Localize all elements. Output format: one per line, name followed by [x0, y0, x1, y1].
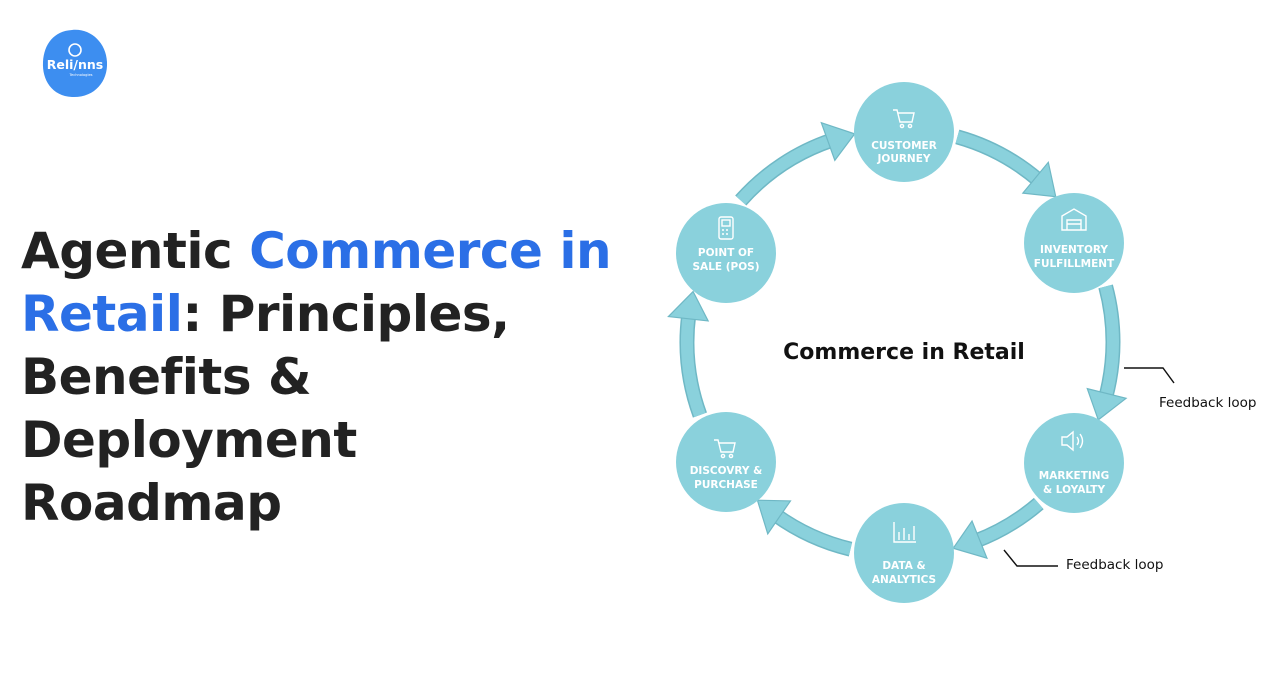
node-label: INVENTORY: [1040, 244, 1108, 256]
cycle-ring: [679, 129, 1121, 557]
shopping-cart-icon: [714, 439, 736, 459]
title-highlight: Retail: [21, 285, 183, 343]
feedback-loop-label: Feedback loop: [1066, 557, 1163, 573]
lightbulb-icon: [68, 43, 82, 57]
title-text: : Principles, Benefits & Deployment Road…: [21, 285, 510, 532]
ring-segment: [955, 131, 1043, 186]
node-label: DATA &: [882, 560, 925, 572]
cycle-arrowhead: [756, 499, 792, 536]
ring-segment: [973, 498, 1043, 547]
node-label: PURCHASE: [694, 479, 758, 491]
cycle-arrows: [667, 121, 1128, 560]
ring-segment: [681, 313, 706, 418]
node-marketing-loyalty: MARKETING & LOYALTY: [1024, 413, 1124, 513]
logo-blob: [42, 29, 108, 98]
feedback-loop-label: Feedback loop: [1159, 395, 1256, 411]
node-label: & LOYALTY: [1043, 484, 1106, 496]
warehouse-icon: [1061, 208, 1087, 231]
feedback-leader-line: [1124, 367, 1175, 384]
node-data-analytics: DATA & ANALYTICS: [854, 503, 954, 603]
shopping-cart-icon: [893, 109, 915, 129]
node-label: DISCOVRY &: [690, 465, 763, 477]
node-label: FULFILLMENT: [1034, 258, 1115, 270]
node-label: JOURNEY: [876, 153, 930, 165]
bar-chart-icon: [893, 522, 916, 543]
node-point-of-sale: POINT OF SALE (POS): [676, 203, 776, 303]
cycle-arrowhead: [1021, 160, 1057, 198]
ring-segment: [736, 134, 835, 205]
ring-segment: [772, 510, 852, 556]
ring-segment: [1099, 284, 1119, 400]
logo-text: Reli/nns: [47, 57, 103, 72]
node-customer-journey: CUSTOMER JOURNEY: [854, 82, 954, 182]
node-discovery-purchase: DISCOVRY & PURCHASE: [676, 412, 776, 512]
title-highlight: Commerce in: [249, 222, 612, 280]
cycle-arrowhead: [667, 290, 710, 322]
cycle-arrowhead: [1086, 387, 1128, 421]
node-inventory-fulfillment: INVENTORY FULFILLMENT: [1024, 193, 1124, 293]
node-label: CUSTOMER: [871, 140, 937, 152]
pos-terminal-icon: [718, 216, 734, 240]
feedback-leader-line: [1003, 549, 1058, 567]
cycle-arrowhead: [952, 519, 988, 560]
node-label: POINT OF: [698, 247, 754, 259]
diagram-center-title: Commerce in Retail: [783, 340, 1025, 365]
cycle-arrowhead: [820, 121, 856, 162]
brand-logo: Reli/nns Technologies: [42, 29, 108, 98]
logo-subtext: Technologies: [68, 73, 92, 77]
page-title: Agentic Commerce in Retail: Principles, …: [21, 220, 621, 535]
node-label: ANALYTICS: [872, 574, 936, 586]
node-label: MARKETING: [1039, 470, 1109, 482]
speaker-icon: [1061, 430, 1084, 452]
title-text: Agentic: [21, 222, 250, 280]
node-label: SALE (POS): [693, 261, 760, 273]
